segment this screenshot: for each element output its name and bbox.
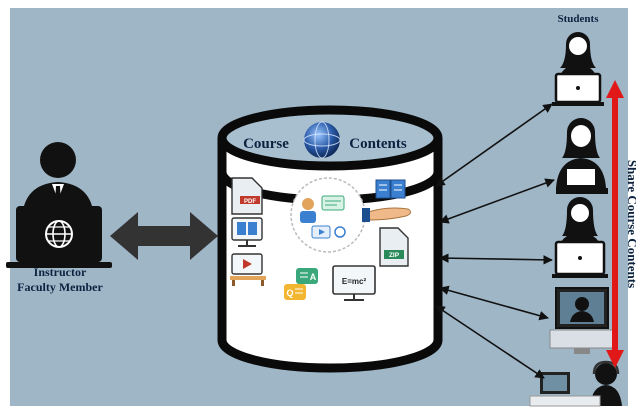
pdf-label: PDF <box>244 199 256 205</box>
book-in-hand-icon <box>362 179 412 222</box>
globe-logo-icon <box>303 121 341 159</box>
globe-icon <box>45 220 73 248</box>
video-desk-icon <box>230 253 266 286</box>
db-title-contents: Contents <box>349 136 407 152</box>
qa-question-label: Q <box>286 288 293 298</box>
students-label: Students <box>558 13 600 25</box>
student-5-figure <box>529 360 622 407</box>
qa-chat-icon: A Q <box>284 268 318 300</box>
zip-file-icon: ZIP <box>379 227 409 267</box>
student-1-figure <box>552 32 604 106</box>
elearning-illustration-icon <box>290 177 366 253</box>
arrow-to-student-5 <box>435 305 545 379</box>
share-red-arrow <box>606 80 624 368</box>
faculty-member-label: Faculty Member <box>17 280 103 294</box>
zip-label: ZIP <box>389 252 400 259</box>
instructor-db-double-arrow <box>110 212 218 260</box>
student-2-figure <box>556 118 608 194</box>
formula-monitor-icon: E=mc² <box>332 265 376 301</box>
instructor-figure <box>6 142 112 268</box>
qa-answer-label: A <box>310 272 317 282</box>
share-course-contents-label: Share Course Contents <box>625 160 636 288</box>
student-4-figure <box>549 287 615 354</box>
student-3-figure <box>552 197 608 278</box>
arrow-to-student-1 <box>435 103 553 187</box>
db-student-arrows <box>435 103 555 379</box>
db-title-course: Course <box>243 136 289 152</box>
formula-label: E=mc² <box>342 277 367 286</box>
pdf-document-icon: PDF <box>231 177 263 215</box>
arrow-to-student-2 <box>439 178 555 224</box>
monitor-ebook-icon <box>231 217 263 247</box>
instructor-label: Instructor <box>34 265 87 279</box>
arrow-to-student-3 <box>439 253 553 265</box>
